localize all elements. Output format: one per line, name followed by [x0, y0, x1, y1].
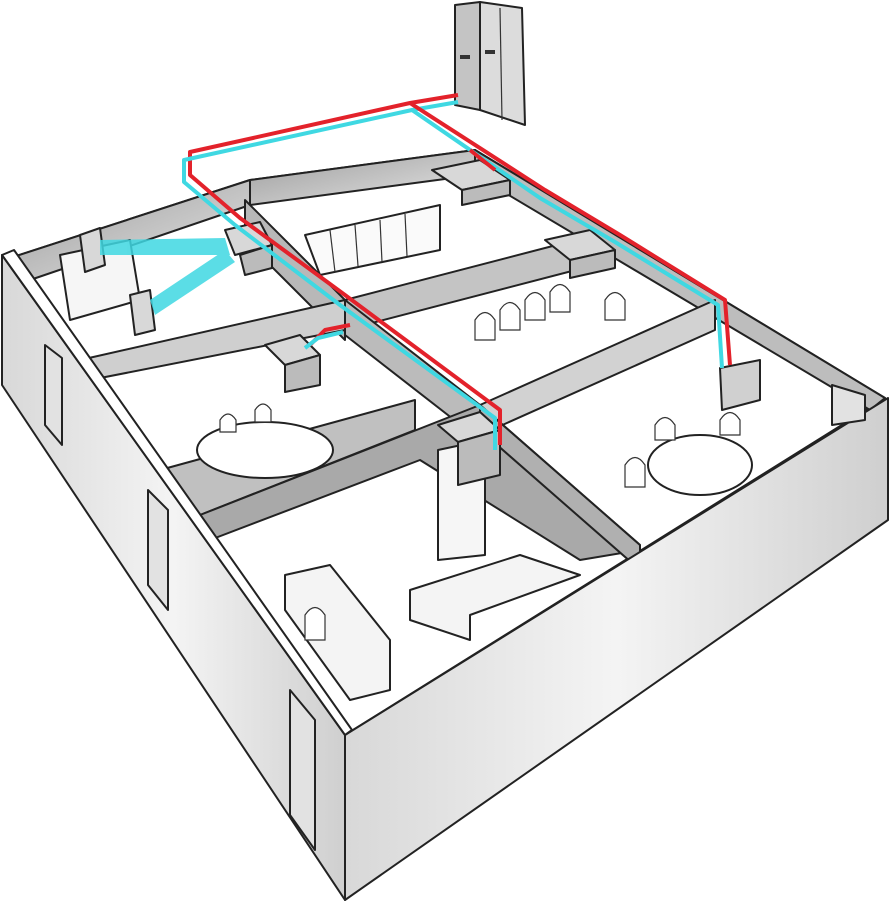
pipe-red-stub [468, 148, 497, 172]
chairs [219, 283, 741, 641]
door [44, 344, 63, 446]
pipe-cyan-stub [303, 330, 344, 350]
desk-1 [284, 564, 391, 701]
front-outer-wall [344, 397, 889, 901]
door [147, 489, 169, 611]
pipe-red-main [188, 93, 502, 445]
refrigerant-pipes [182, 93, 732, 450]
pipe-red-branch [408, 101, 732, 366]
cabinet-lines [329, 213, 408, 273]
pipe-cyan-branch [410, 108, 724, 369]
desk-2 [409, 554, 581, 641]
door [289, 689, 316, 851]
round-table [647, 434, 753, 496]
outdoor-unit [454, 1, 526, 126]
wall-top-edge [1, 249, 353, 736]
pipe-cyan-main [182, 100, 497, 450]
door [831, 384, 866, 426]
conference-table [196, 421, 334, 479]
air-ducts [100, 238, 235, 315]
storage-cabinets [304, 204, 441, 276]
